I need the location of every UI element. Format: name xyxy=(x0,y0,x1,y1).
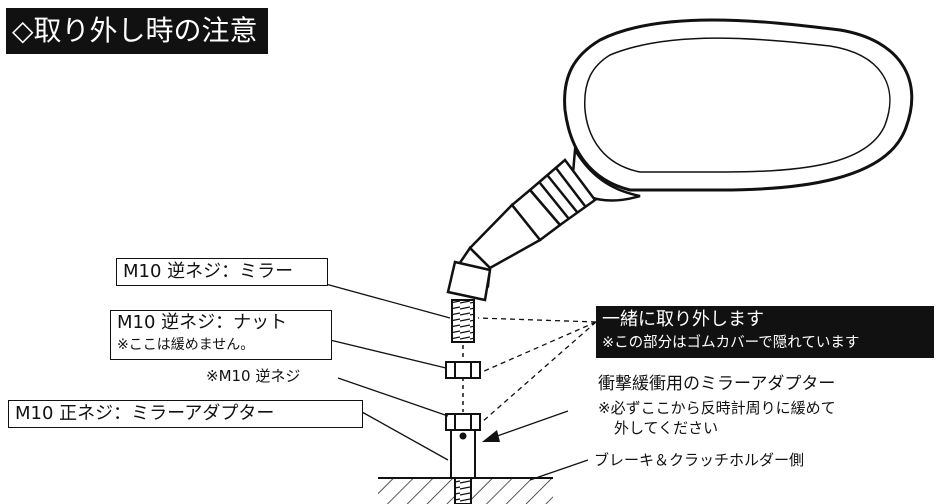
label-adapter-normal-thread-text: M10 正ネジ：ミラーアダプター xyxy=(15,403,275,424)
label-nut-note: ※ここは緩めません。 xyxy=(117,337,255,353)
mirror-stem xyxy=(446,203,542,302)
mirror-adapter xyxy=(445,413,481,479)
callout-line-2: ※この部分はゴムカバーで隠れています xyxy=(602,335,860,351)
adapter-note-line-1: ※必ずここから反時計周りに緩めて xyxy=(598,399,836,417)
arrow-head-icon xyxy=(482,430,500,442)
adapter-thread xyxy=(454,477,472,504)
page-title: ◇取り外し時の注意 xyxy=(6,8,268,54)
mirror-head xyxy=(563,18,914,202)
nut xyxy=(445,361,481,379)
label-nut-text: M10 逆ネジ：ナット xyxy=(117,312,288,333)
mirror-thread xyxy=(451,299,475,343)
label-nut-reverse-thread: M10 逆ネジ：ナット ※ここは緩めません。 xyxy=(110,310,332,360)
leader-lines xyxy=(321,282,597,481)
label-adapter-normal-thread: M10 正ネジ：ミラーアダプター xyxy=(8,400,363,428)
label-reverse-thread-note: ※M10 逆ネジ xyxy=(206,367,301,385)
callout-remove-together: 一緒に取り外します ※この部分はゴムカバーで隠れています xyxy=(596,306,934,358)
holder-block xyxy=(378,477,553,504)
adapter-note-title: 衝撃緩衝用のミラーアダプター xyxy=(598,374,836,394)
callout-line-1: 一緒に取り外します xyxy=(602,309,764,330)
label-mirror-reverse-thread-text: M10 逆ネジ：ミラー xyxy=(123,261,294,282)
holder-label: ブレーキ＆クラッチホルダー側 xyxy=(594,451,805,469)
mirror-joint xyxy=(510,158,597,242)
adapter-note-line-2: 外してください xyxy=(614,419,719,437)
label-mirror-reverse-thread: M10 逆ネジ：ミラー xyxy=(116,258,328,286)
